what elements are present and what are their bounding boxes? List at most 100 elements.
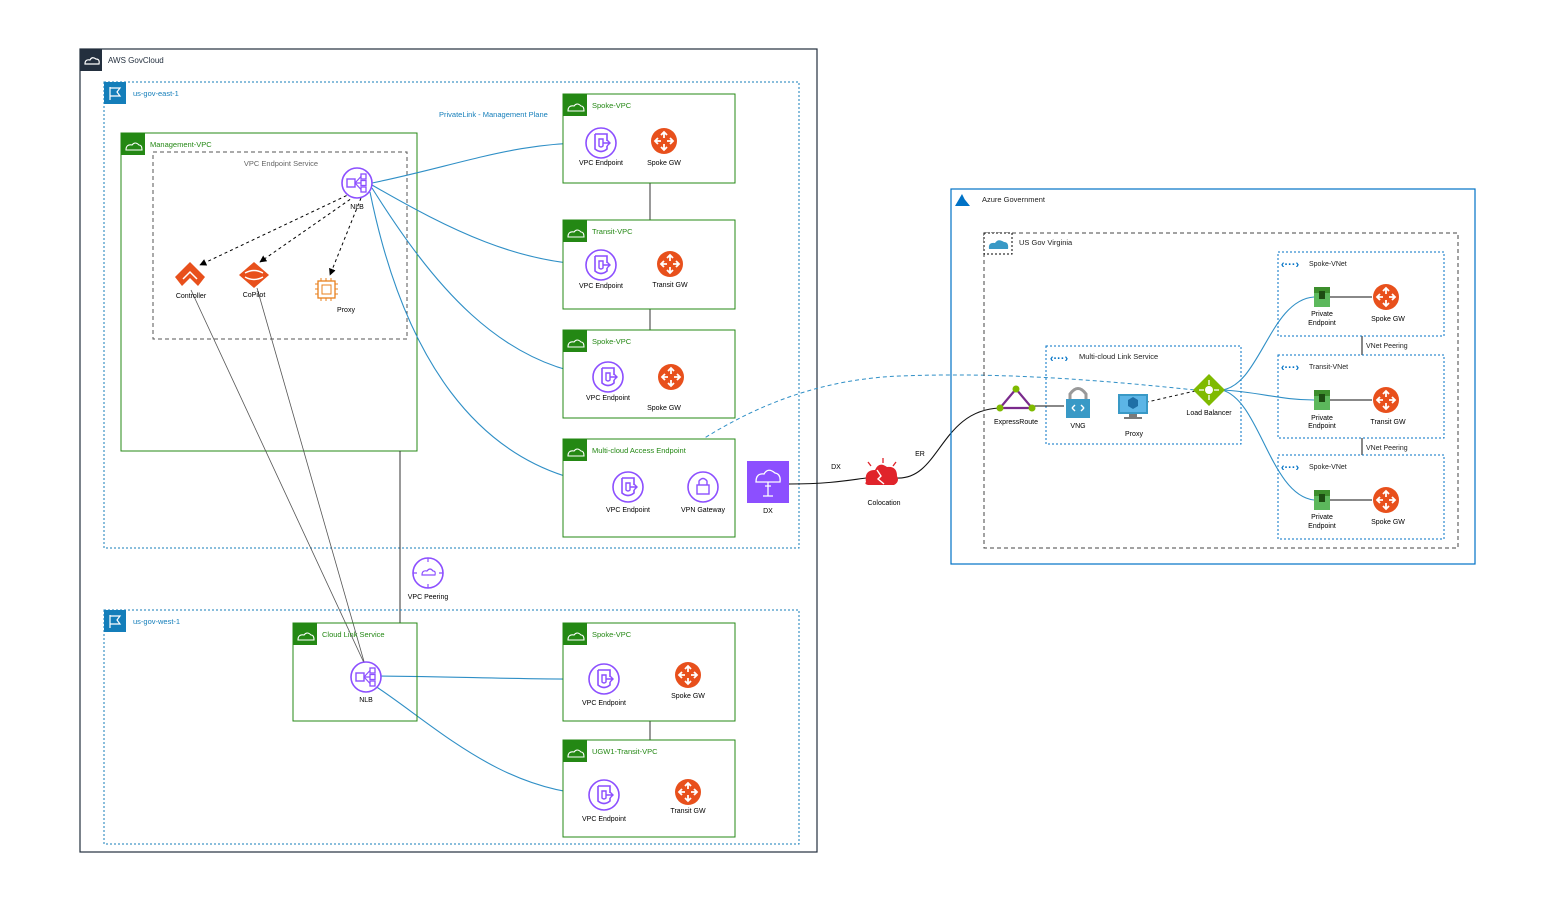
copilot-icon [239,262,269,288]
private-endpoint-label-2: Endpoint [1308,423,1336,430]
spoke-gw-label: Spoke GW [647,405,681,412]
private-endpoint-label: Private [1311,415,1333,422]
vpc-endpoint-label: VPC Endpoint [579,283,623,290]
azure-region [983,232,1459,549]
load-balancer-label: Load Balancer [1186,410,1232,417]
expressroute-icon [996,385,1036,412]
controller-links [190,287,366,666]
flag-icon [104,82,126,104]
transit-vpc-label: Transit-VPC [592,227,633,236]
multicloud-link [642,374,1196,483]
vnet-peering-label-2: VNet Peering [1366,445,1408,452]
nlb-icon [350,661,382,693]
cloud-link-service [292,622,418,722]
spoke-gw-icon [1372,486,1400,514]
region-east [103,81,800,549]
aws-govcloud-group [79,48,818,853]
transit-gw-icon [674,778,702,806]
vpc-peering-icon [412,557,444,589]
dx-link-label: DX [831,464,841,471]
controller-icon [175,262,205,286]
vpc-peering-label: VPC Peering [408,594,449,601]
mc-link-service [1045,345,1242,445]
transit-gw-label: Transit GW [670,808,706,815]
vnet-icon [1280,259,1300,271]
management-vpc [120,132,418,452]
aws-title: AWS GovCloud [108,56,164,65]
dx-link [788,477,867,485]
private-endpoint-label: Private [1311,514,1333,521]
proxy-label: Proxy [337,307,355,314]
spoke-gw-icon [1372,283,1400,311]
endpoint-service-label: VPC Endpoint Service [244,159,318,168]
spoke-vpc-1-label: Spoke-VPC [592,101,632,110]
transit-gw-label: Transit GW [652,282,688,289]
azure-government-group [950,188,1476,565]
mc-link-service-label: Multi-cloud Link Service [1079,352,1158,361]
spoke-vpc-2 [562,329,736,419]
region-west-label: us-gov-west-1 [133,617,180,626]
spoke-gw-icon [650,127,678,155]
controller-label: Controller [176,293,207,300]
azure-logo-icon [955,194,970,206]
vpn-gateway-label: VPN Gateway [681,507,725,514]
expressroute-label: ExpressRoute [994,419,1038,426]
colocation-label: Colocation [867,500,900,507]
spoke-gw-label: Spoke GW [1371,519,1405,526]
vpc-endpoint-label: VPC Endpoint [582,700,626,707]
spoke-gw-label: Spoke GW [647,160,681,167]
direct-connect-icon [747,461,789,503]
vpc-attachments [399,183,651,740]
cloud-icon-shape [84,57,100,65]
cloud-link-service-label: Cloud Link Service [322,630,385,639]
transit-gw-icon [1372,386,1400,414]
spoke-vnet-2-label: Spoke-VNet [1309,464,1347,471]
transit-gw-icon [656,250,684,278]
colocation-icon [865,458,898,485]
er-link [896,407,1001,479]
transit-gw-label: Transit GW [1370,419,1406,426]
vpc-endpoint-icon [588,663,620,695]
management-arrows [199,192,362,276]
proxy-chip-icon [315,278,338,301]
cloud-icon [80,49,102,71]
spoke-vnet-2 [1277,454,1445,540]
spoke-vpc-2-label: Spoke-VPC [592,337,632,346]
er-link-label: ER [915,451,925,458]
vnet-icon [1049,353,1069,365]
private-endpoint-label: Private [1311,311,1333,318]
vm-icon [1118,394,1148,419]
vnet-peering-label: VNet Peering [1366,343,1408,350]
nlb-icon [341,167,373,199]
spoke-gw-label: Spoke GW [1371,316,1405,323]
private-endpoint-icon [1314,287,1330,307]
vpc-endpoint-label: VPC Endpoint [582,816,626,823]
endpoint-service-box [152,151,408,340]
vpc-endpoint-icon [585,249,617,281]
vpc-endpoint-label: VPC Endpoint [579,160,623,167]
vpc-endpoint-icon [612,471,644,503]
nlb-label: NLB [359,697,373,704]
azure-region-label: US Gov Virginia [1019,238,1073,247]
vpc-endpoint-icon [585,127,617,159]
vnet-icon [1280,362,1300,374]
mc-access-endpoint-label: Multi-cloud Access Endpoint [592,446,687,455]
spoke-vnet-1-label: Spoke-VNet [1309,261,1347,268]
vng-lock-icon [1066,387,1090,418]
private-endpoint-label-2: Endpoint [1308,320,1336,327]
spoke-gw-label: Spoke GW [671,693,705,700]
ugw-transit-vpc-label: UGW1-Transit-VPC [592,747,658,756]
vnet-icon [1280,462,1300,474]
nlb-label: NLB [350,204,364,211]
dx-label: DX [763,508,773,515]
spoke-gw-icon [674,661,702,689]
spoke-vpc-west-label: Spoke-VPC [592,630,632,639]
vpc-endpoint-icon [588,779,620,811]
flag-icon [104,610,126,632]
load-balancer-icon [1193,374,1225,406]
vng-label: VNG [1070,423,1085,430]
transit-vnet [1277,354,1445,439]
privatelink-label: PrivateLink - Management Plane [439,110,548,119]
vpn-gateway-icon [687,471,719,503]
